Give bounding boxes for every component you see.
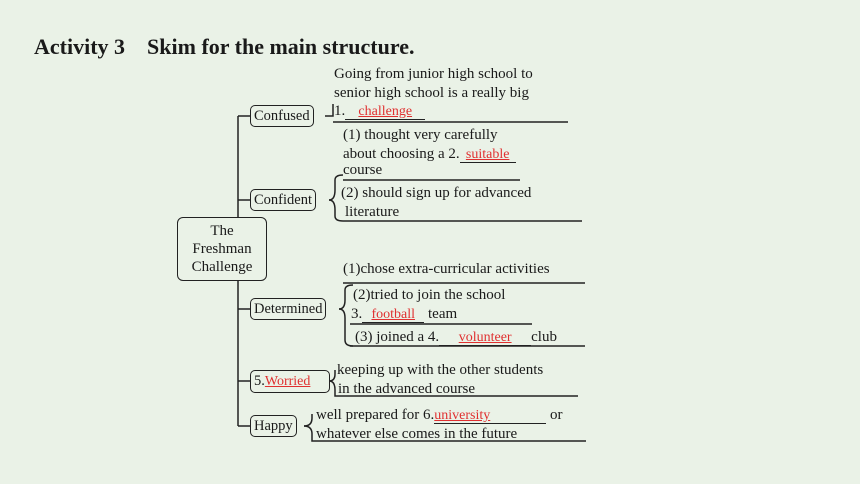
- branch-determined: Determined: [250, 298, 327, 320]
- brace-confident-bottom: [328, 199, 344, 222]
- answer-2: suitable: [465, 147, 510, 162]
- brace-confident-top: [328, 174, 344, 201]
- brace-worried-bottom: [328, 380, 578, 397]
- answer-4: volunteer: [458, 330, 512, 345]
- blank-1: challenge: [345, 104, 426, 120]
- root-line-2: Freshman: [192, 241, 252, 257]
- determined-2-suffix: team: [428, 306, 458, 322]
- confident-1-text-2: about choosing a 2. suitable: [343, 145, 516, 164]
- brace-happy-top: [303, 414, 313, 427]
- brace-happy-bottom: [303, 425, 586, 442]
- blank-6: university: [434, 408, 547, 424]
- determined-3-suffix: club: [531, 329, 557, 345]
- answer-1: challenge: [358, 104, 413, 119]
- blank-6-prefix: well prepared for 6.: [316, 407, 435, 423]
- blank-3-number: 3.: [351, 306, 363, 322]
- worried-number: 5.: [254, 373, 265, 389]
- answer-6: university: [434, 408, 491, 423]
- confused-text-2: senior high school is a really big: [334, 85, 529, 101]
- blank-2: suitable: [459, 147, 516, 163]
- brace-confused: [325, 104, 334, 117]
- confused-text-1: Going from junior high school to: [334, 66, 533, 82]
- confident-1-text-1: (1) thought very carefully: [343, 127, 498, 143]
- answer-worried: Worried: [264, 374, 311, 389]
- activity-title: Activity 3 Skim for the main structure.: [34, 34, 415, 59]
- answer-3: football: [371, 307, 416, 322]
- confused-text-3: 1. challenge: [334, 102, 426, 121]
- blank-4-prefix: (3) joined a 4.: [355, 329, 440, 345]
- branch-confident: Confident: [250, 189, 316, 211]
- determined-3-text: (3) joined a 4. volunteer club: [355, 328, 557, 347]
- blank-2-prefix: about choosing a 2.: [343, 146, 460, 162]
- blank-3: football: [362, 307, 425, 323]
- happy-suffix: or: [550, 407, 563, 423]
- branch-happy: Happy: [250, 415, 297, 437]
- blank-4: volunteer: [439, 330, 532, 346]
- confident-2-text-2: literature: [345, 204, 400, 220]
- root-node: The Freshman Challenge: [177, 217, 267, 281]
- confident-2-text-1: (2) should sign up for advanced: [341, 185, 532, 201]
- happy-text-2: whatever else comes in the future: [316, 426, 518, 442]
- branch-worried: 5.Worried: [250, 370, 330, 393]
- worried-text-1: keeping up with the other students: [337, 362, 544, 378]
- root-line-3: Challenge: [191, 259, 253, 275]
- worried-text-2: in the advanced course: [338, 381, 476, 397]
- blank-1-number: 1.: [334, 103, 346, 119]
- determined-2-text-2: 3. football team: [351, 305, 457, 324]
- root-line-1: The: [210, 223, 234, 239]
- determined-2-text-1: (2)tried to join the school: [353, 287, 506, 303]
- determined-1-text: (1)chose extra-curricular activities: [343, 261, 550, 277]
- happy-text-1: well prepared for 6.university or: [316, 406, 563, 425]
- brace-determined-top: [338, 284, 354, 310]
- brace-determined-bottom: [338, 308, 354, 347]
- branch-confused: Confused: [250, 105, 314, 127]
- confident-1-text-3: course: [343, 162, 383, 178]
